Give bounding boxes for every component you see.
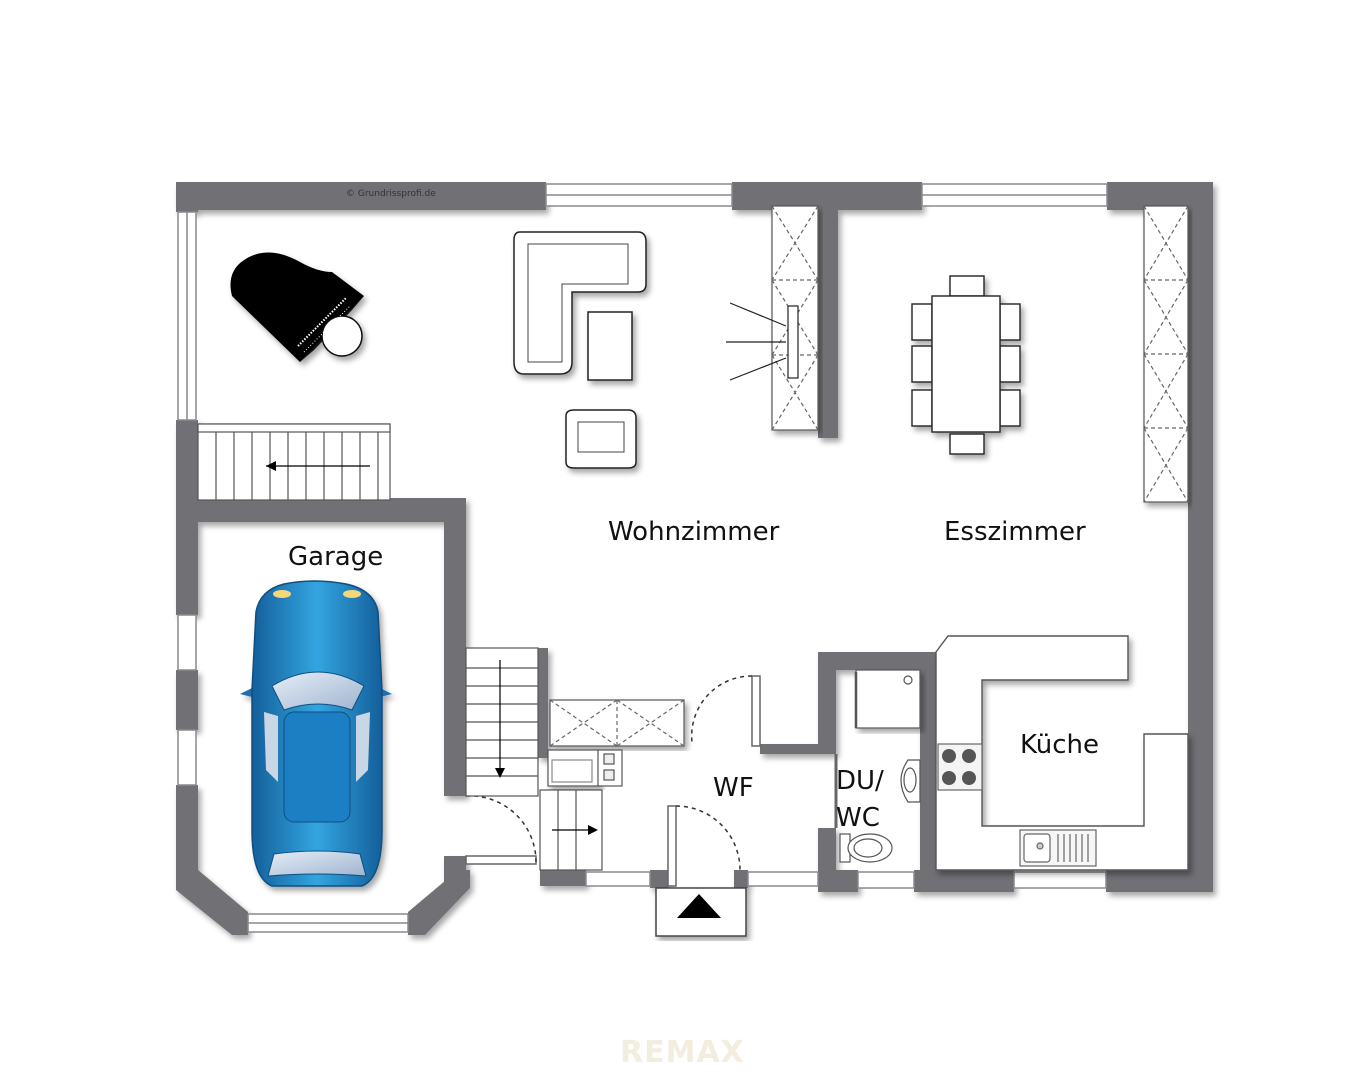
room-label-esszimmer: Esszimmer — [944, 517, 1086, 547]
tv-unit — [726, 302, 799, 381]
room-label-garage: Garage — [288, 542, 383, 572]
entrance-arrow-icon — [677, 894, 721, 918]
wall-partition-living — [818, 182, 838, 438]
wf-door-leaf — [751, 675, 761, 747]
room-label-duwc-1: DU/ — [836, 766, 884, 796]
wall-garage-right-low — [444, 856, 466, 888]
room-label-wf: WF — [713, 773, 754, 803]
wall-bottom-entry-r — [734, 870, 748, 888]
window-bottom-mid — [585, 871, 651, 887]
wall-stair-low — [538, 648, 548, 758]
dining-chair — [911, 303, 933, 341]
wall-bath-right — [920, 652, 936, 892]
dining-chair — [999, 303, 1021, 341]
wf-door-swing — [690, 675, 753, 743]
wall-garage-top — [176, 498, 466, 522]
wall-top-1 — [176, 182, 546, 210]
stairs-upper — [197, 423, 391, 501]
windows — [177, 183, 1108, 933]
cooktop-icon — [937, 743, 983, 791]
doors — [465, 675, 838, 887]
wall-bottom-entry-l — [650, 870, 668, 888]
wall-left-3 — [176, 670, 198, 730]
wall-left-1 — [176, 182, 198, 212]
dining-chair — [911, 389, 933, 427]
garage-door-swing — [465, 795, 537, 863]
entrance-step — [655, 887, 747, 937]
window-left-garage-1 — [177, 614, 197, 671]
entrance-door-leaf — [667, 805, 677, 887]
armchair — [565, 409, 637, 469]
window-bottom-bath — [857, 871, 915, 889]
car-icon — [240, 580, 392, 887]
watermark-text: REMAX — [620, 1035, 745, 1070]
cabinets — [547, 205, 1189, 787]
wall-upper-stair-left — [176, 420, 198, 520]
wall-bottom-mid — [540, 868, 586, 886]
wall-bath-left-low — [818, 828, 836, 892]
wall-garage-bay-left — [176, 870, 248, 935]
grand-piano-icon — [230, 252, 364, 362]
dining-chair — [949, 275, 985, 297]
wall-bath-top — [818, 652, 938, 670]
wall-bottom-kitchen — [914, 870, 1014, 892]
window-left-garage-2 — [177, 729, 197, 786]
wall-garage-bay-bottom-l — [232, 914, 248, 935]
living-furniture — [513, 231, 647, 469]
washbasin-icon — [900, 759, 921, 803]
dining-table — [931, 295, 1001, 433]
shower-icon — [854, 669, 921, 729]
window-bottom-entry — [747, 871, 819, 887]
kitchen-sink-icon — [1019, 829, 1097, 867]
copyright-text: © Grundrissprofi.de — [346, 189, 436, 199]
window-bottom-kitchen — [1013, 871, 1107, 889]
dining-chair — [999, 389, 1021, 427]
room-label-wohnzimmer: Wohnzimmer — [608, 517, 780, 547]
room-label-duwc-2: WC — [836, 803, 880, 833]
stairs-lower — [465, 647, 603, 871]
wall-bath-left — [818, 652, 836, 754]
entrance-door-swing — [675, 805, 741, 871]
corner-sofa — [513, 231, 647, 375]
wall-bath-link — [760, 744, 836, 754]
wall-right — [1188, 182, 1213, 892]
kitchen-counter — [935, 635, 1189, 871]
wall-left-4 — [176, 785, 198, 875]
dining-set — [911, 275, 1021, 455]
wall-garage-right — [444, 498, 466, 796]
toilet-icon — [839, 833, 893, 863]
walls — [176, 182, 1213, 935]
garage-door-leaf — [465, 855, 537, 865]
wall-bottom-right — [1106, 870, 1213, 892]
dining-chair — [999, 345, 1021, 383]
dining-chair — [949, 433, 985, 455]
tv-icon — [787, 305, 799, 379]
room-label-kueche: Küche — [1020, 730, 1099, 760]
dining-chair — [911, 345, 933, 383]
coffee-table — [587, 311, 633, 381]
